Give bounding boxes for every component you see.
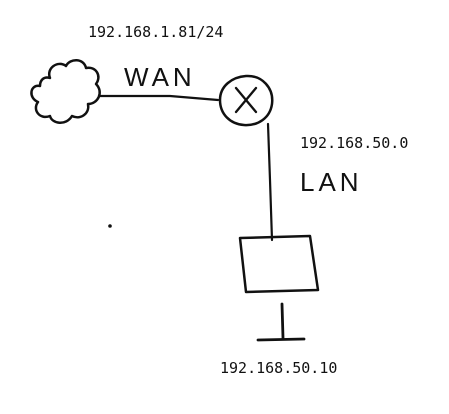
computer-icon — [238, 234, 320, 342]
host-ip-label: 192.168.50.10 — [220, 359, 337, 377]
wan-link — [98, 94, 220, 102]
wan-label: WAN — [124, 62, 196, 92]
lan-link — [266, 122, 274, 242]
lan-network-label: 192.168.50.0 — [300, 134, 408, 152]
router-icon — [218, 74, 274, 127]
wan-ip-label: 192.168.1.81/24 — [88, 23, 223, 41]
lan-label: LAN — [300, 167, 363, 197]
cloud-icon — [30, 59, 101, 124]
stray-dot — [108, 224, 112, 228]
